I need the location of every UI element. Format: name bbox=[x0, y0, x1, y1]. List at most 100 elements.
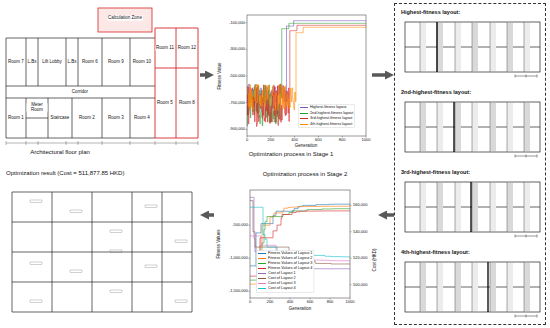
zone-line bbox=[155, 28, 156, 138]
slab-band bbox=[455, 23, 461, 71]
legend-box bbox=[299, 105, 355, 128]
slab-band bbox=[490, 183, 496, 231]
slab-band bbox=[472, 23, 478, 71]
wall-line bbox=[78, 38, 79, 86]
scale-tick bbox=[537, 235, 538, 238]
cost-curve bbox=[250, 207, 350, 257]
layout-outline bbox=[405, 182, 540, 232]
scale-tick bbox=[537, 75, 538, 78]
legend-line bbox=[258, 288, 266, 289]
main-beam bbox=[470, 182, 471, 232]
room-label: Room 4 bbox=[134, 116, 151, 121]
beam-line bbox=[524, 22, 525, 72]
scale-tick bbox=[526, 155, 527, 158]
beam-line bbox=[455, 102, 456, 152]
dimension-tick bbox=[102, 141, 103, 145]
room-label: Staircase bbox=[50, 116, 70, 121]
wall-line bbox=[26, 118, 48, 119]
beam-line bbox=[92, 192, 93, 312]
tick-label: 500,000 bbox=[353, 283, 367, 287]
legend-item: Highest-fitness layout bbox=[300, 106, 346, 110]
room-label: Room 1 bbox=[8, 116, 25, 121]
scale-bar bbox=[515, 236, 537, 237]
scale-tick bbox=[515, 155, 516, 158]
panel-caption: Optimization result (Cost = 511,877.85 H… bbox=[6, 170, 124, 177]
tick-label: -1,500,000 bbox=[229, 289, 248, 293]
scale-tick bbox=[526, 315, 527, 318]
panel-caption: Optimization process in Stage 2 bbox=[263, 171, 348, 178]
beam-line bbox=[420, 102, 421, 152]
axis-tick bbox=[249, 258, 251, 259]
legend-item: 2nd-highest-fitness layout bbox=[300, 112, 353, 116]
result-plan bbox=[12, 192, 192, 312]
beam-line bbox=[472, 262, 473, 312]
tick-label: 0 bbox=[246, 138, 248, 142]
slab-band bbox=[490, 263, 496, 311]
room-label: Room 5 bbox=[157, 101, 174, 106]
panel: Architectural floor plan bbox=[4, 4, 200, 158]
wall-line bbox=[72, 98, 73, 138]
legend-line bbox=[258, 253, 266, 254]
scale-tick bbox=[526, 235, 527, 238]
legend-line bbox=[300, 118, 308, 119]
beam-line bbox=[524, 102, 525, 152]
zone-line bbox=[198, 28, 199, 138]
legend-line bbox=[300, 107, 308, 108]
legend-line bbox=[258, 263, 266, 264]
layout-outline bbox=[405, 22, 540, 72]
plot-frame bbox=[247, 15, 366, 136]
axis-tick bbox=[246, 49, 248, 50]
axis-tick bbox=[246, 102, 248, 103]
beam-tag bbox=[175, 240, 187, 243]
legend-item: 4th-highest-fitness layout bbox=[300, 123, 352, 127]
slab-band bbox=[472, 103, 478, 151]
cost-curve bbox=[250, 197, 350, 269]
beam-line bbox=[507, 102, 508, 152]
axis-tick bbox=[249, 291, 251, 292]
room-label: Room 7 bbox=[8, 60, 25, 65]
layout-heading: 2nd-highest-fitness layout: bbox=[401, 89, 471, 95]
tick-label: 800 bbox=[339, 138, 346, 142]
slab-band bbox=[420, 103, 426, 151]
flow-arrow bbox=[372, 73, 388, 77]
slab-band bbox=[420, 183, 426, 231]
tick-label: 600 bbox=[307, 300, 314, 304]
slab-band bbox=[524, 183, 530, 231]
legend-text: Highest-fitness layout bbox=[310, 106, 346, 110]
legend-line bbox=[258, 278, 266, 279]
zone-line bbox=[176, 28, 177, 138]
slab-band bbox=[507, 263, 513, 311]
legend-text: Cost of Layout 2 bbox=[268, 277, 296, 281]
slab-band bbox=[472, 183, 478, 231]
axis-tick bbox=[350, 231, 352, 232]
beam-line bbox=[12, 222, 192, 223]
slab-band bbox=[507, 23, 513, 71]
beam-line bbox=[507, 22, 508, 72]
legend-text: Fitness Values of Layout 2 bbox=[268, 257, 312, 261]
slab-band bbox=[437, 263, 443, 311]
legend-item: Cost of Layout 3 bbox=[258, 282, 296, 286]
tick-label: 400 bbox=[287, 300, 294, 304]
beam-line bbox=[490, 102, 491, 152]
panel: Optimization result (Cost = 511,877.85 H… bbox=[4, 168, 200, 322]
legend-line bbox=[300, 113, 308, 114]
legend-text: Cost of Layout 3 bbox=[268, 282, 296, 286]
slab-band bbox=[420, 263, 426, 311]
tick-label: 540,000 bbox=[353, 230, 367, 234]
legend-text: 2nd-highest-fitness layout bbox=[310, 112, 353, 116]
beam-line bbox=[12, 282, 192, 283]
axis-title: Cost (HKD) bbox=[373, 248, 378, 271]
wall-line bbox=[6, 138, 155, 139]
slab-band bbox=[455, 103, 461, 151]
slab-band bbox=[455, 263, 461, 311]
room-label: Room 8 bbox=[179, 101, 196, 106]
legend-item: Fitness Values of Layout 1 bbox=[258, 252, 312, 256]
axis-tick bbox=[246, 22, 248, 23]
panel-caption: Optimization process in Stage 1 bbox=[249, 151, 334, 158]
wall-line bbox=[102, 38, 103, 86]
fitness-curve bbox=[247, 27, 366, 110]
dimension-tick bbox=[78, 141, 79, 145]
wall-line bbox=[38, 38, 39, 86]
zone-line bbox=[155, 138, 198, 139]
beam-tag bbox=[30, 200, 42, 203]
